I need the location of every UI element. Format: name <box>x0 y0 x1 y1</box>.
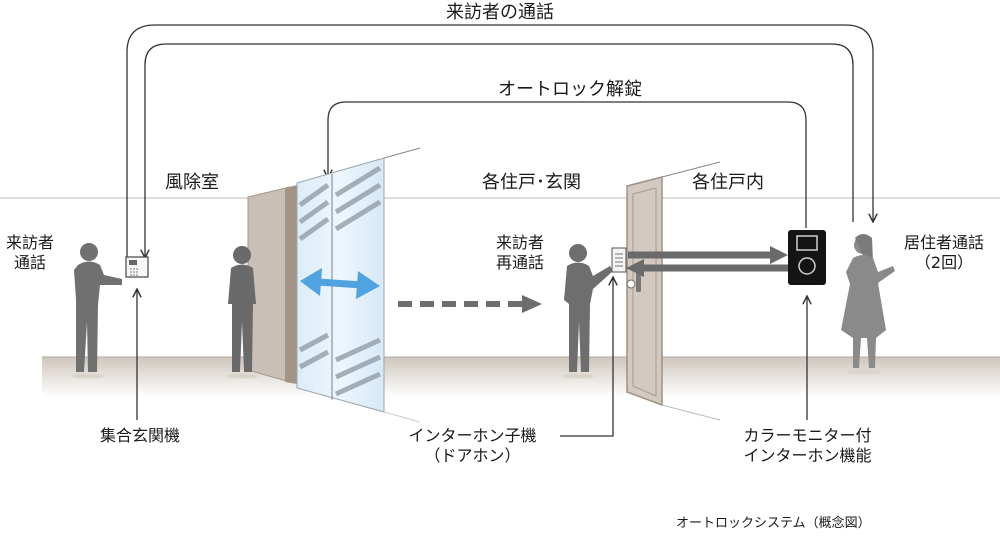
visitor-recall-label: 来訪者 再通話 <box>495 233 544 272</box>
visitor-call-path-inner <box>145 43 854 258</box>
visitor-at-door-figure <box>562 244 613 379</box>
visitor-movement-arrow <box>398 295 542 313</box>
visitor-call-label: 来訪者 通話 <box>5 233 54 272</box>
visitor-call-path-outer <box>126 24 873 258</box>
diagram-caption: オートロックシステム（概念図） <box>676 516 871 531</box>
visitor-at-panel-figure <box>72 243 122 379</box>
entrance-panel-device <box>125 256 149 278</box>
auto-lock-release-path <box>328 101 807 228</box>
entrance-panel-label: 集合玄関機 <box>99 426 180 445</box>
resident-call-label: 居住者通話 （2回） <box>903 233 984 272</box>
door-handle <box>636 272 641 292</box>
glass-pattern-bottom <box>298 332 382 397</box>
door-knob <box>626 279 636 289</box>
monitor-to-door-arrow <box>626 259 788 277</box>
unit-front-door <box>626 176 663 407</box>
visitor-in-vestibule-figure <box>226 246 258 379</box>
door-slide-arrow <box>300 268 380 299</box>
zone-unit-inside-label: 各住戸内 <box>692 172 764 193</box>
vestibule-wall-edge <box>285 185 297 384</box>
door-station-label: インターホン子機 （ドアホン） <box>408 426 537 465</box>
zone-unit-entrance-label: 各住戸･玄関 <box>482 172 581 193</box>
door-station-leader <box>560 277 613 437</box>
auto-lock-release-label: オートロック解錠 <box>498 79 642 100</box>
door-station-device <box>611 247 627 273</box>
monitor-unit-label: カラーモニター付 インターホン機能 <box>743 426 872 465</box>
resident-figure <box>841 234 895 375</box>
floor-band <box>42 357 1000 397</box>
monitor-intercom-device <box>788 230 826 285</box>
zone-vestibule-label: 風除室 <box>165 172 219 193</box>
glass-pattern-top <box>298 165 382 242</box>
door-to-monitor-arrow <box>628 246 788 264</box>
visitor-call-path-label: 来訪者の通話 <box>446 2 554 23</box>
